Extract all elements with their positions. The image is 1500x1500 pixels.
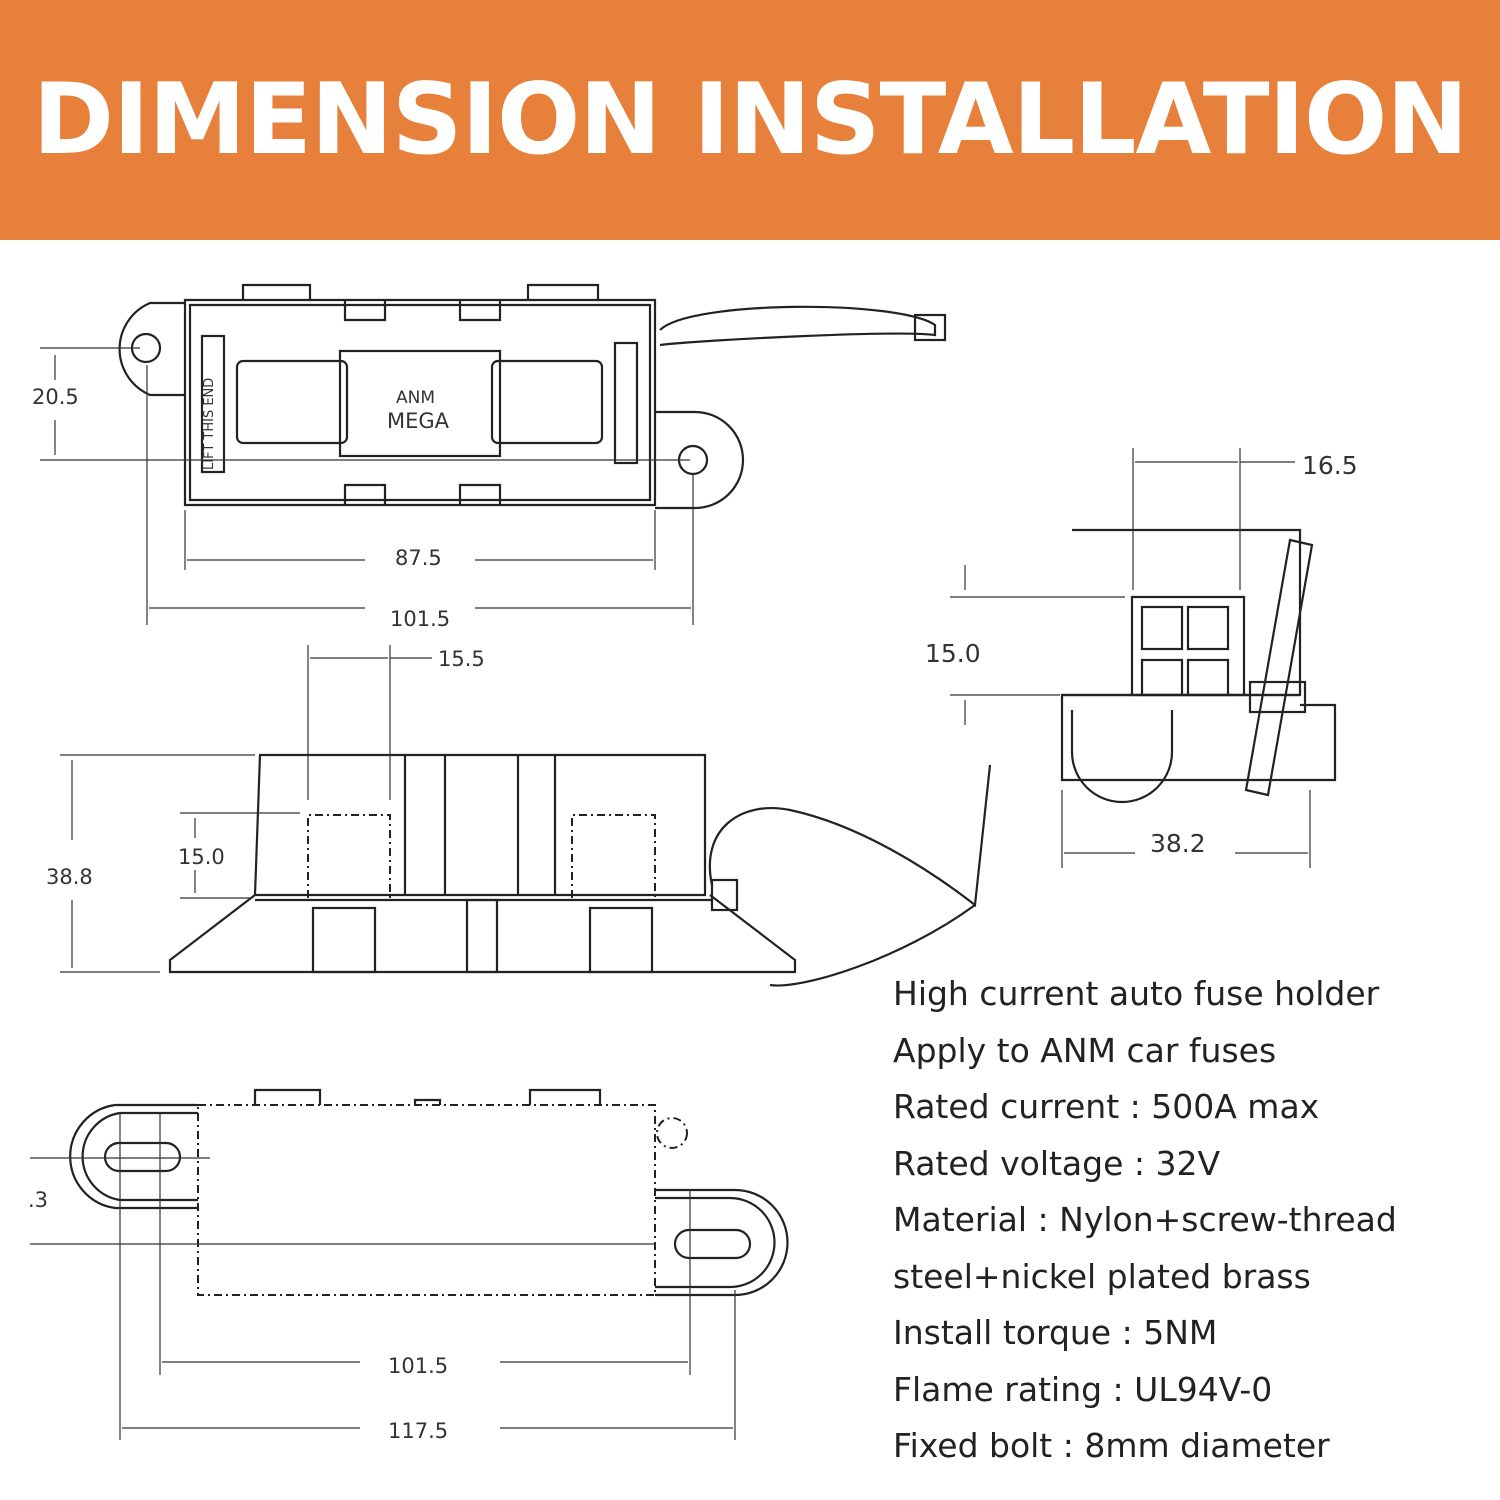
lift-this-end-label: LIFT THIS END xyxy=(202,378,217,470)
spec-item: High current auto fuse holder xyxy=(893,974,1380,1013)
dim-15-5: 15.5 xyxy=(438,647,485,671)
spec-item: Material : Nylon+screw-thread xyxy=(893,1200,1397,1239)
dim-20-5: 20.5 xyxy=(32,385,79,409)
spec-item: Apply to ANM car fuses xyxy=(893,1030,1277,1070)
dim-38-2: 38.2 xyxy=(1150,829,1206,858)
spec-item: Install torque : 5NM xyxy=(893,1313,1218,1352)
dim-117-5: 117.5 xyxy=(388,1419,448,1443)
dim-15-0-side: 15.0 xyxy=(178,845,225,869)
dim-38-8: 38.8 xyxy=(46,865,93,889)
anm-label: ANM xyxy=(396,388,435,408)
bottom-view-drawing xyxy=(30,1088,789,1440)
spec-item: Rated voltage : 32V xyxy=(893,1143,1221,1183)
spec-item: Fixed bolt : 8mm diameter xyxy=(893,1426,1330,1465)
page-title: DIMENSION INSTALLATION xyxy=(32,63,1469,177)
bottom-view-dimensions: .3 101.5 117.5 xyxy=(28,1188,733,1443)
side-view-dimensions: 15.5 15.0 38.8 xyxy=(46,645,485,973)
dim-15-0-end: 15.0 xyxy=(925,639,981,668)
end-view-dimensions: 16.5 15.0 38.2 xyxy=(925,448,1358,868)
top-view-dimensions: 20.5 87.5 101.5 xyxy=(32,347,694,631)
dim-87-5: 87.5 xyxy=(395,546,442,570)
dim-16-5: 16.5 xyxy=(1302,451,1358,480)
spec-item: Flame rating : UL94V-0 xyxy=(893,1369,1273,1409)
side-view-drawing xyxy=(168,753,992,987)
spec-item: steel+nickel plated brass xyxy=(893,1256,1311,1296)
top-view-drawing: LIFT THIS END ANM MEGA xyxy=(118,283,947,510)
end-view-drawing xyxy=(1060,528,1337,804)
spec-item: Rated current : 500A max xyxy=(893,1087,1320,1126)
dim-partial-3: .3 xyxy=(28,1188,48,1212)
title-banner: DIMENSION INSTALLATION xyxy=(0,0,1500,240)
dim-101-5-top: 101.5 xyxy=(390,607,450,631)
mega-label: MEGA xyxy=(387,409,450,433)
dim-101-5-bottom: 101.5 xyxy=(388,1354,448,1378)
spec-list: High current auto fuse holder Apply to A… xyxy=(893,966,1397,1475)
